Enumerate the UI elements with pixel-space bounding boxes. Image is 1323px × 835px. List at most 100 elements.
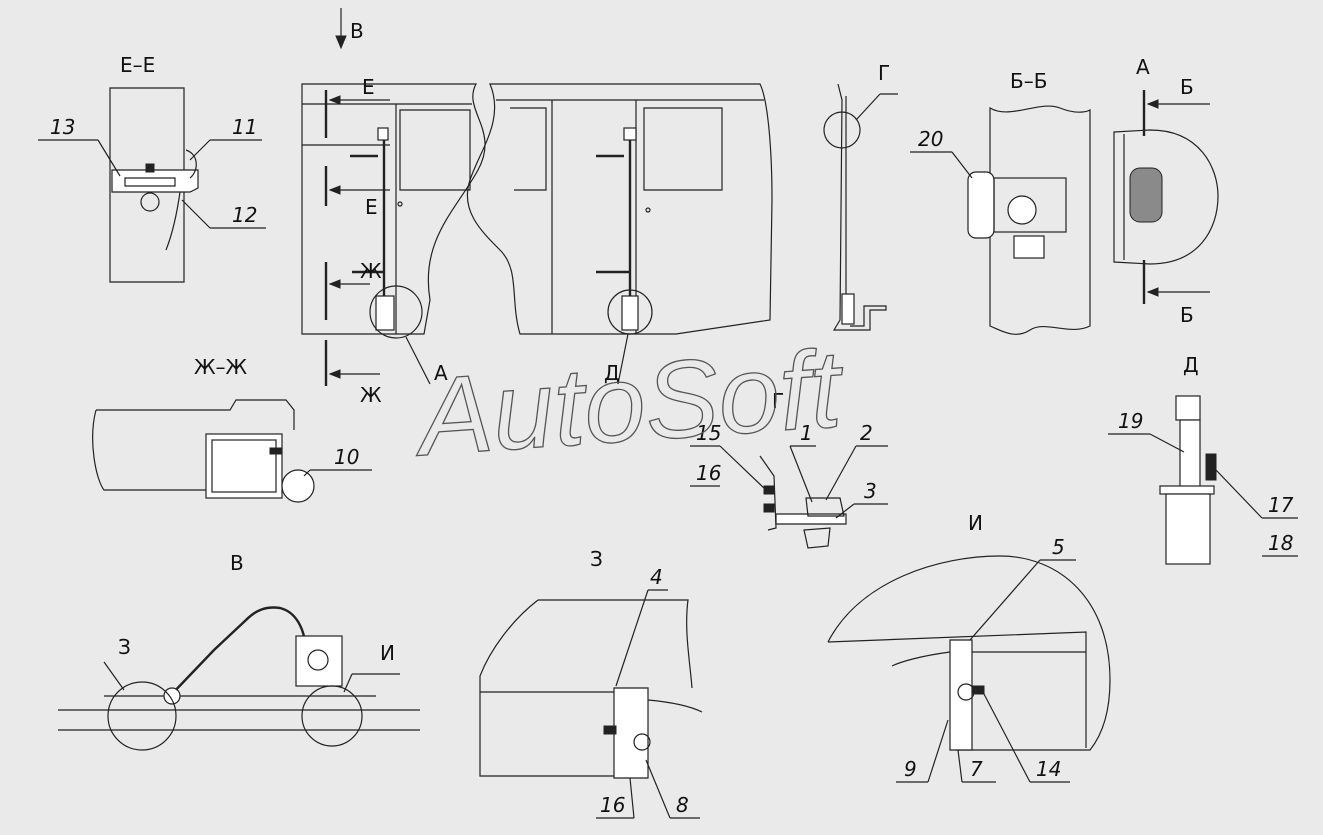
view-g-mount <box>805 497 845 517</box>
view-z: З 4 16 8 <box>479 547 703 819</box>
door-window-right <box>643 107 723 191</box>
cut-e-top-head <box>328 95 341 105</box>
callout-circle-g <box>823 111 861 149</box>
cab-right-body <box>466 83 773 335</box>
view-z-title: З <box>590 547 603 571</box>
leader-2 <box>825 445 857 501</box>
zhzh-screw <box>269 447 283 455</box>
view-v-pivot <box>307 649 329 671</box>
leader-1 <box>789 445 813 503</box>
view-i-edge <box>827 631 1087 748</box>
main-view: В А Д Е Е Ж <box>301 8 773 407</box>
cab-left-body <box>301 83 486 335</box>
callout-circle-a <box>369 285 423 339</box>
section-ee: Е–Е 13 11 12 <box>38 53 266 283</box>
mech-bottom-right <box>621 295 639 331</box>
view-d-body <box>1165 493 1211 565</box>
part-5: 5 <box>1052 535 1065 559</box>
bb-hex-nut <box>1007 195 1037 225</box>
cut-zh-bottom-head <box>328 369 341 379</box>
view-g-lower <box>803 527 831 549</box>
view-z-bead <box>633 733 651 751</box>
main-mark-v: В <box>350 19 364 43</box>
part-12: 12 <box>232 203 257 227</box>
part-10: 10 <box>334 445 359 469</box>
door-handle-right <box>645 207 651 213</box>
leader-13 <box>97 139 121 177</box>
leader-14 <box>983 693 1031 783</box>
ee-panel <box>109 87 185 283</box>
mech-bottom-left <box>375 295 395 331</box>
zhzh-tube <box>205 433 283 499</box>
bb-knob-20 <box>967 171 995 239</box>
view-g: Г 15 16 1 2 3 <box>690 389 888 549</box>
view-i-profile <box>949 639 973 751</box>
cut-zh-top-head <box>328 279 341 289</box>
part-3: 3 <box>864 479 877 503</box>
main-mark-e-top: Е <box>362 75 375 99</box>
ee-slot <box>124 177 176 187</box>
view-v-arrow-head <box>335 35 347 50</box>
view-z-edge <box>479 599 628 777</box>
view-i: И 5 9 7 14 <box>827 511 1111 783</box>
leader-3 <box>835 503 855 519</box>
part-20: 20 <box>918 127 943 151</box>
bb-body <box>989 105 1091 335</box>
view-d-plate <box>1159 485 1215 495</box>
view-v-callout-i <box>301 685 363 747</box>
view-d-bolt <box>1205 453 1217 481</box>
ee-seal <box>165 149 197 251</box>
part-14: 14 <box>1036 757 1061 781</box>
part-18: 18 <box>1268 531 1293 555</box>
part-9: 9 <box>904 757 917 781</box>
leader-v-i <box>343 673 353 693</box>
zhzh-tube-inner <box>211 439 277 493</box>
section-bb: Б–Б 20 <box>910 69 1091 335</box>
part-11: 11 <box>232 115 257 139</box>
view-z-seal <box>647 699 703 713</box>
view-v-mark-i: И <box>380 641 395 665</box>
bb-housing <box>993 177 1067 233</box>
leader-19 <box>1149 433 1185 453</box>
leader-12 <box>181 199 211 229</box>
view-a-head-top <box>1146 99 1159 109</box>
view-a-title: А <box>1136 55 1150 79</box>
leader-16b <box>629 777 635 819</box>
view-d-shaft-19 <box>1179 419 1201 489</box>
view-g-screw-15 <box>763 485 775 495</box>
view-v-title: В <box>230 551 244 575</box>
part-7: 7 <box>970 757 983 781</box>
leader-5 <box>969 559 1041 641</box>
rear-window <box>510 107 547 191</box>
cut-e-bottom-head <box>328 185 341 195</box>
leader-8 <box>645 759 671 819</box>
main-mark-e-bottom: Е <box>365 195 378 219</box>
main-mark-zh-top: Ж <box>360 259 382 283</box>
section-bb-title: Б–Б <box>1010 69 1047 93</box>
ee-screw <box>145 163 155 173</box>
view-d-cap <box>1175 395 1201 421</box>
view-a-grip <box>1129 167 1163 223</box>
view-i-screw <box>971 685 985 695</box>
mech-top-right <box>623 127 637 141</box>
view-g-title: Г <box>772 389 784 413</box>
leader-a <box>405 336 431 385</box>
view-a-head-bottom <box>1146 287 1159 297</box>
main-mark-g: Г <box>878 61 890 85</box>
view-a: А Б Б <box>1113 55 1219 327</box>
view-g-screw-16 <box>763 503 775 513</box>
main-mark-d: Д <box>604 361 620 385</box>
view-d: Д 19 17 18 <box>1108 353 1298 565</box>
zhzh-seal-10 <box>281 469 315 503</box>
callout-circle-d <box>607 289 653 335</box>
part-8: 8 <box>676 793 689 817</box>
view-d-title: Д <box>1183 353 1199 377</box>
view-v-joint <box>163 687 181 705</box>
part-4: 4 <box>650 565 663 589</box>
part-16a: 16 <box>696 461 721 485</box>
view-a-knob <box>1113 129 1219 265</box>
section-ee-title: Е–Е <box>120 53 155 77</box>
main-mark-zh-bottom: Ж <box>360 383 382 407</box>
leader-17 <box>1215 469 1263 519</box>
